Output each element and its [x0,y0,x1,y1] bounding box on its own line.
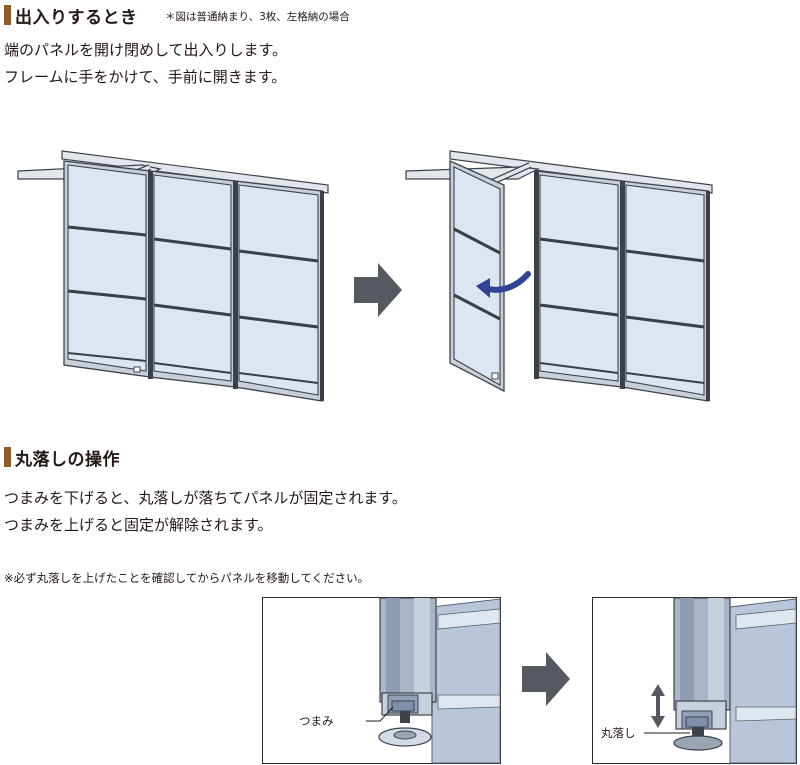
section1-text: 端のパネルを開け閉めして出入りします。 フレームに手をかけて、手前に開きます。 [4,37,287,91]
section2-line-2: つまみを上げると固定が解除されます。 [4,516,273,534]
caution-note: ※必ず丸落しを上げたことを確認してからパネルを移動してください。 [4,571,370,585]
heading-bar-icon [4,447,11,467]
section2-line-1: つまみを下げると、丸落しが落ちてパネルが固定されます。 [4,489,407,507]
knob-detail-illustration [262,597,501,764]
knob-label: つまみ [299,714,334,728]
bolt-detail-illustration [592,597,797,764]
section1-heading: 出入りするとき [15,8,138,28]
curved-arrow-icon [476,271,531,298]
section1-line-2: フレームに手をかけて、手前に開きます。 [4,68,287,86]
section2-text: つまみを下げると、丸落しが落ちてパネルが固定されます。 つまみを上げると固定が解… [4,485,407,539]
section2-heading: 丸落しの操作 [15,450,120,470]
opening-panels-illustration [405,150,713,402]
up-down-arrow-icon [651,684,665,728]
section1-note: ＊図は普通納まり、3枚、左格納の場合 [165,11,350,23]
heading-bar-icon [4,5,11,25]
bolt-label: 丸落し [601,726,636,740]
closed-panels-illustration [17,150,329,402]
section1-line-1: 端のパネルを開け閉めして出入りします。 [4,41,288,59]
right-arrow-icon [522,652,570,706]
right-arrow-icon [354,263,402,317]
